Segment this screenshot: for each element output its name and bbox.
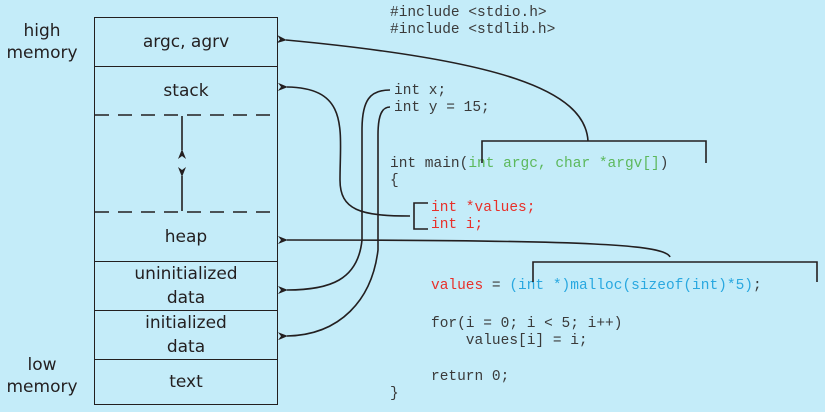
code-malloc-assignment: values = (int *)malloc(sizeof(int)*5);	[431, 277, 762, 295]
code-include-stdio: #include <stdio.h>	[390, 5, 547, 21]
segment-label: uninitialized data	[134, 264, 238, 308]
args-arrow	[276, 35, 589, 142]
stack-arrow	[277, 82, 411, 217]
malloc-bracket	[532, 261, 818, 282]
assign-lhs: values	[431, 278, 484, 294]
heap-arrow	[277, 235, 671, 258]
assign-eq: =	[483, 278, 510, 294]
code-close-brace: }	[390, 386, 399, 402]
segment-label: stack	[163, 81, 209, 101]
code-int-x: int x;	[394, 83, 447, 99]
high-memory-label: high memory	[6, 21, 78, 63]
segment-text: text	[95, 360, 277, 404]
code-open-brace: {	[390, 173, 399, 189]
uninitialized-data-arrow	[277, 89, 391, 295]
main-prefix: int main(	[390, 156, 469, 172]
segment-label: text	[169, 372, 203, 392]
code-include-stdlib: #include <stdlib.h>	[390, 22, 556, 38]
main-args: int argc, char *argv[]	[468, 156, 660, 172]
locals-bracket	[413, 202, 428, 230]
segment-initialized-data: initialized data	[95, 311, 277, 360]
code-main-signature: int main(int argc, char *argv[])	[390, 155, 668, 173]
initialized-data-arrow	[277, 106, 391, 341]
segment-stack: stack	[95, 67, 277, 115]
low-memory-label: low memory	[6, 355, 78, 397]
code-decl-values: int *values;	[431, 200, 536, 216]
segment-label: heap	[164, 227, 208, 247]
code-return: return 0;	[431, 369, 510, 385]
segment-label: argc, agrv	[142, 32, 230, 52]
memory-layout: argc, agrv stack heap uninitialized data…	[94, 17, 278, 405]
code-for-loop: for(i = 0; i < 5; i++)	[431, 316, 623, 332]
assign-semicolon: ;	[752, 278, 762, 294]
main-suffix: )	[659, 156, 669, 172]
segment-heap: heap	[95, 213, 277, 262]
segment-uninitialized-data: uninitialized data	[95, 262, 277, 311]
segment-label: initialized data	[145, 313, 227, 357]
args-bracket	[481, 140, 707, 163]
code-decl-i: int i;	[431, 217, 484, 233]
code-loop-body: values[i] = i;	[431, 333, 588, 349]
code-int-y: int y = 15;	[394, 100, 490, 116]
assign-rhs: (int *)malloc(sizeof(int)*5)	[509, 278, 753, 294]
segment-argc-argv: argc, agrv	[95, 18, 277, 67]
